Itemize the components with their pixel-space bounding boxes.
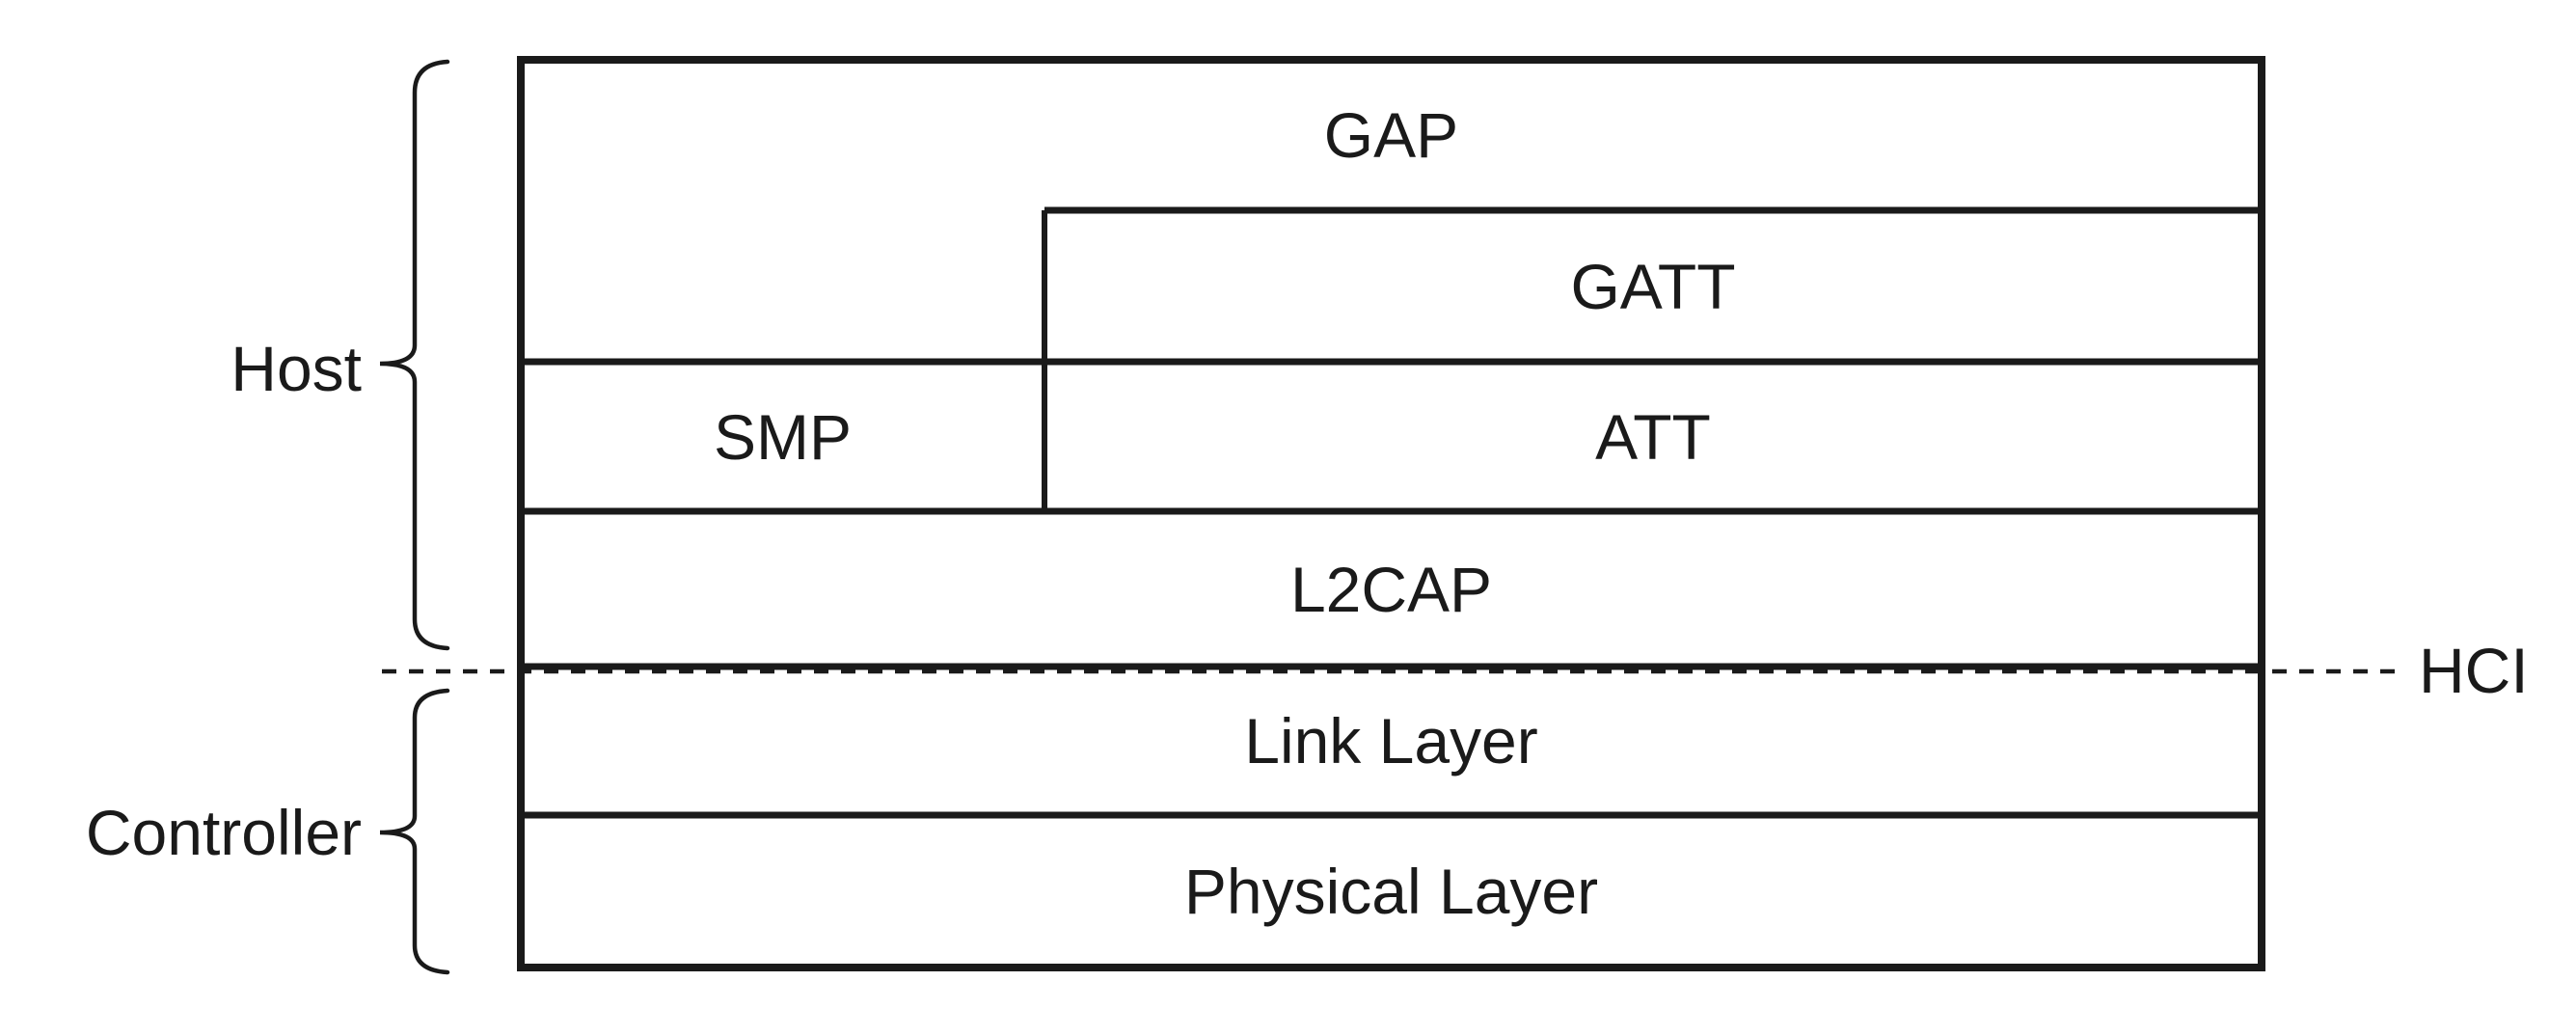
layer-link-layer: Link Layer (1244, 705, 1538, 777)
layer-l2cap: L2CAP (1289, 553, 1493, 625)
group-label-controller: Controller (85, 797, 362, 868)
host-brace (379, 59, 450, 651)
layer-smp: SMP (713, 400, 853, 473)
layer-gatt: GATT (1570, 250, 1736, 322)
layer-att: ATT (1595, 400, 1711, 473)
controller-brace (379, 688, 450, 975)
group-label-host: Host (230, 333, 362, 404)
layer-physical-layer: Physical Layer (1183, 856, 1599, 927)
interface-label-hci: HCI (2419, 635, 2529, 706)
layer-gap: GAP (1323, 99, 1459, 171)
